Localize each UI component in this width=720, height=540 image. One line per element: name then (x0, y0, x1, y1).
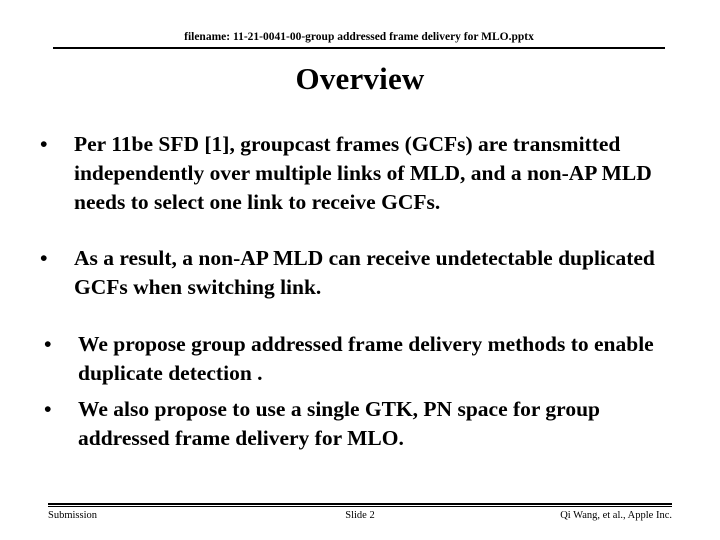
bullet-marker-icon: • (40, 246, 48, 270)
bullet-spacer (40, 234, 684, 244)
slide-body: • Per 11be SFD [1], groupcast frames (GC… (0, 130, 720, 470)
list-item-line-1: We also propose to use a single GTK, PN … (78, 397, 601, 421)
bullet-marker-icon: • (44, 397, 52, 421)
footer-submission-label: Submission (48, 510, 98, 521)
slide-footer: Submission Slide 2 Qi Wang, et al., Appl… (48, 503, 672, 523)
list-item-line-1: We propose group addressed frame deliver… (78, 332, 654, 356)
list-item: • We also propose to use a single GTK, P… (44, 395, 720, 453)
list-item-line-2: addressed frame delivery for MLO. (78, 426, 404, 450)
footer-divider-rule-top (48, 503, 672, 505)
header-divider-rule (53, 47, 665, 49)
bullet-group-spacer (0, 319, 720, 330)
list-item: • Per 11be SFD [1], groupcast frames (GC… (40, 130, 684, 217)
footer-row: Submission Slide 2 Qi Wang, et al., Appl… (48, 509, 672, 523)
header-filename-text: filename: 11-21-0041-00-group addressed … (184, 31, 534, 43)
bullet-marker-icon: • (44, 332, 52, 356)
bullet-group-b: • We propose group addressed frame deliv… (0, 330, 720, 453)
footer-slide-number: Slide 2 (345, 510, 375, 521)
list-item: • As a result, a non-AP MLD can receive … (40, 244, 684, 302)
list-item-line-2: duplicate detection . (78, 361, 263, 385)
footer-divider-rule-bottom (48, 506, 672, 507)
page-title: Overview (295, 61, 425, 96)
list-item: • We propose group addressed frame deliv… (44, 330, 720, 388)
bullet-group-a: • Per 11be SFD [1], groupcast frames (GC… (0, 130, 720, 302)
footer-author-affiliation: Qi Wang, et al., Apple Inc. (560, 510, 672, 521)
slide-header: filename: 11-21-0041-00-group addressed … (53, 30, 665, 52)
bullet-marker-icon: • (40, 132, 48, 156)
list-item-text: Per 11be SFD [1], groupcast frames (GCFs… (74, 132, 652, 214)
list-item-text: As a result, a non-AP MLD can receive un… (74, 246, 655, 299)
